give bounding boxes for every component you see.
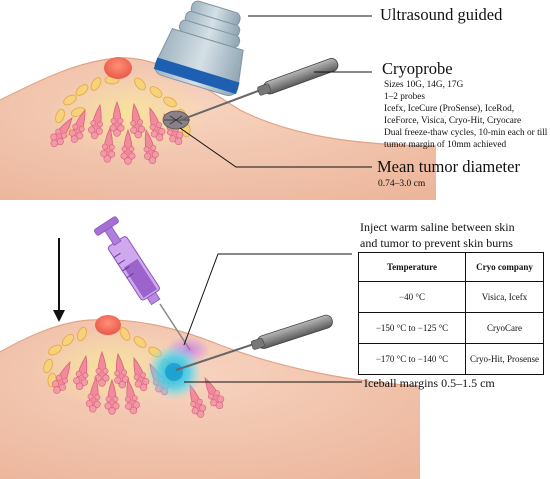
table-row: −150 °C to −125 °C CryoCare: [358, 312, 544, 344]
leader-injection: [183, 253, 352, 346]
cryoprobe-detail-line: IceForce, Visica, Cryo-Hit, Cryocare: [384, 115, 522, 126]
tumor-title: Mean tumor diameter: [377, 157, 520, 176]
cell-temperature: −170 °C to −140 °C: [358, 343, 466, 375]
ultrasound-probe: [153, 0, 244, 96]
cryoprobe-details: Sizes 10G, 14G, 17G 1–2 probes Icefx, Ic…: [384, 80, 547, 151]
injection-note-line1: Inject warm saline between skin: [360, 220, 515, 234]
lower-breast: [0, 315, 421, 479]
ultrasound-label: Ultrasound guided: [380, 5, 503, 24]
temperature-table: Temperature Cryo company −40 °C Visica, …: [358, 252, 544, 375]
cryoprobe-detail-line: tumor margin of 10mm achieved: [384, 139, 507, 150]
upper-breast: [0, 57, 437, 200]
cryoprobe-detail-line: 1–2 probes: [384, 91, 426, 102]
cell-temperature: −40 °C: [358, 281, 466, 313]
table-header-row: Temperature Cryo company: [358, 252, 544, 282]
leader-tumor: [179, 127, 372, 168]
cryoprobe-detail-line: Sizes 10G, 14G, 17G: [384, 80, 464, 90]
iceball-label: Iceball margins 0.5–1.5 cm: [364, 376, 495, 390]
syringe: [93, 216, 191, 351]
cryoprobe-upper: [177, 58, 339, 122]
down-arrow: [53, 238, 65, 322]
cell-company: CryoCare: [465, 312, 544, 344]
cryoprobe-detail-line: Dual freeze-thaw cycles, 10-min each or …: [384, 127, 548, 138]
cell-company: Visica, Icefx: [465, 281, 544, 313]
cell-temperature: −150 °C to −125 °C: [358, 312, 466, 344]
cryoprobe-lower: [175, 314, 333, 371]
header-cryo-company: Cryo company: [465, 252, 544, 282]
cell-company: Cryo-Hit, Prosense: [465, 343, 544, 375]
cryoprobe-detail-line: Icefx, IceCure (ProSense), IceRod,: [384, 103, 515, 114]
nipple-lower: [95, 315, 121, 335]
tumor-range: 0.74–3.0 cm: [378, 179, 426, 189]
table-row: −40 °C Visica, Icefx: [358, 281, 544, 313]
header-temperature: Temperature: [358, 252, 466, 282]
nipple-upper: [104, 57, 132, 79]
injection-note-line2: and tumor to prevent skin burns: [360, 236, 513, 250]
cryoprobe-title: Cryoprobe: [382, 59, 453, 78]
table-row: −170 °C to −140 °C Cryo-Hit, Prosense: [358, 343, 544, 375]
